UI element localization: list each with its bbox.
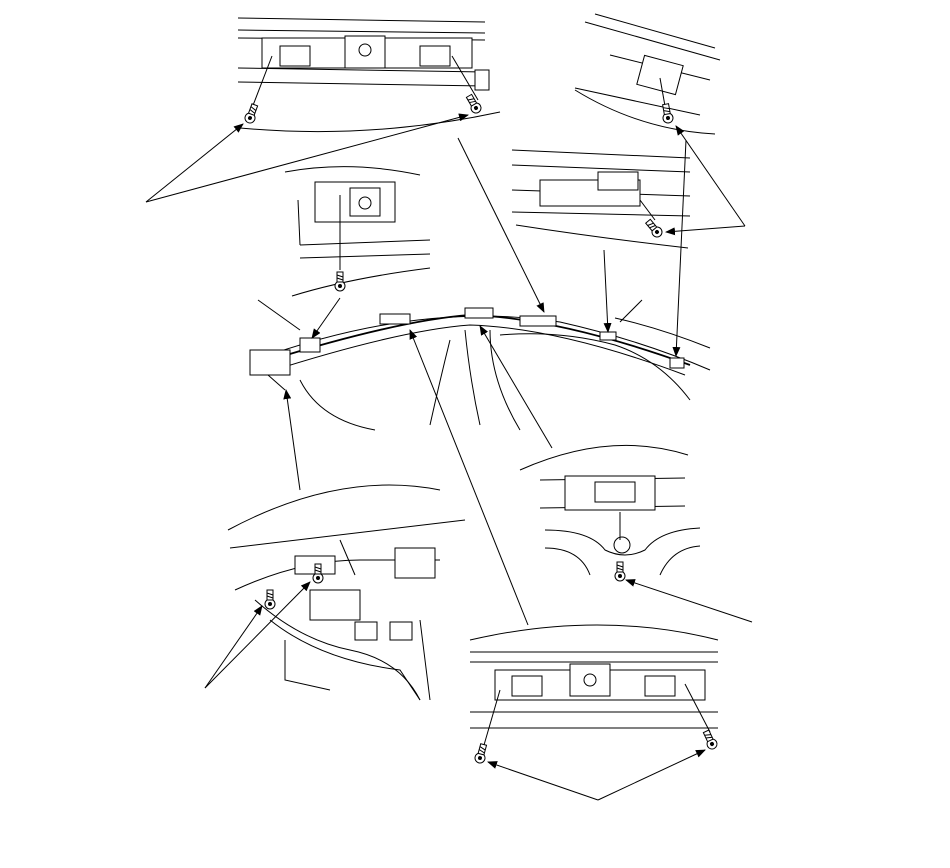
detail-bottom-rail — [469, 624, 719, 746]
detail-middle-right — [511, 149, 691, 249]
detail-center-clip — [519, 444, 701, 576]
detail-top-rail — [237, 17, 501, 133]
callout-bolts-upper-left — [145, 113, 469, 203]
bolt-icon — [643, 217, 665, 240]
detail-lower-left — [227, 484, 466, 701]
roof-main-view — [249, 299, 711, 431]
bolt-icon — [473, 742, 489, 765]
bolt-icon — [614, 561, 626, 582]
bolt-icon — [660, 102, 675, 125]
callout-bolts-upper-right — [665, 125, 746, 236]
bolt-icon — [264, 589, 276, 610]
bolt-icon — [464, 92, 484, 116]
bolt-icon — [334, 271, 346, 292]
callout-bolts-lower-left — [204, 581, 311, 689]
callout-bolt-lower-right — [625, 579, 753, 623]
detail-top-right — [574, 13, 721, 135]
bolt-icon — [701, 728, 720, 752]
location-pointers — [283, 137, 687, 626]
detail-middle-left — [284, 166, 431, 297]
bolt-icon — [312, 563, 324, 584]
callout-bolts-bottom — [487, 749, 706, 801]
bolt-icon — [243, 102, 260, 125]
